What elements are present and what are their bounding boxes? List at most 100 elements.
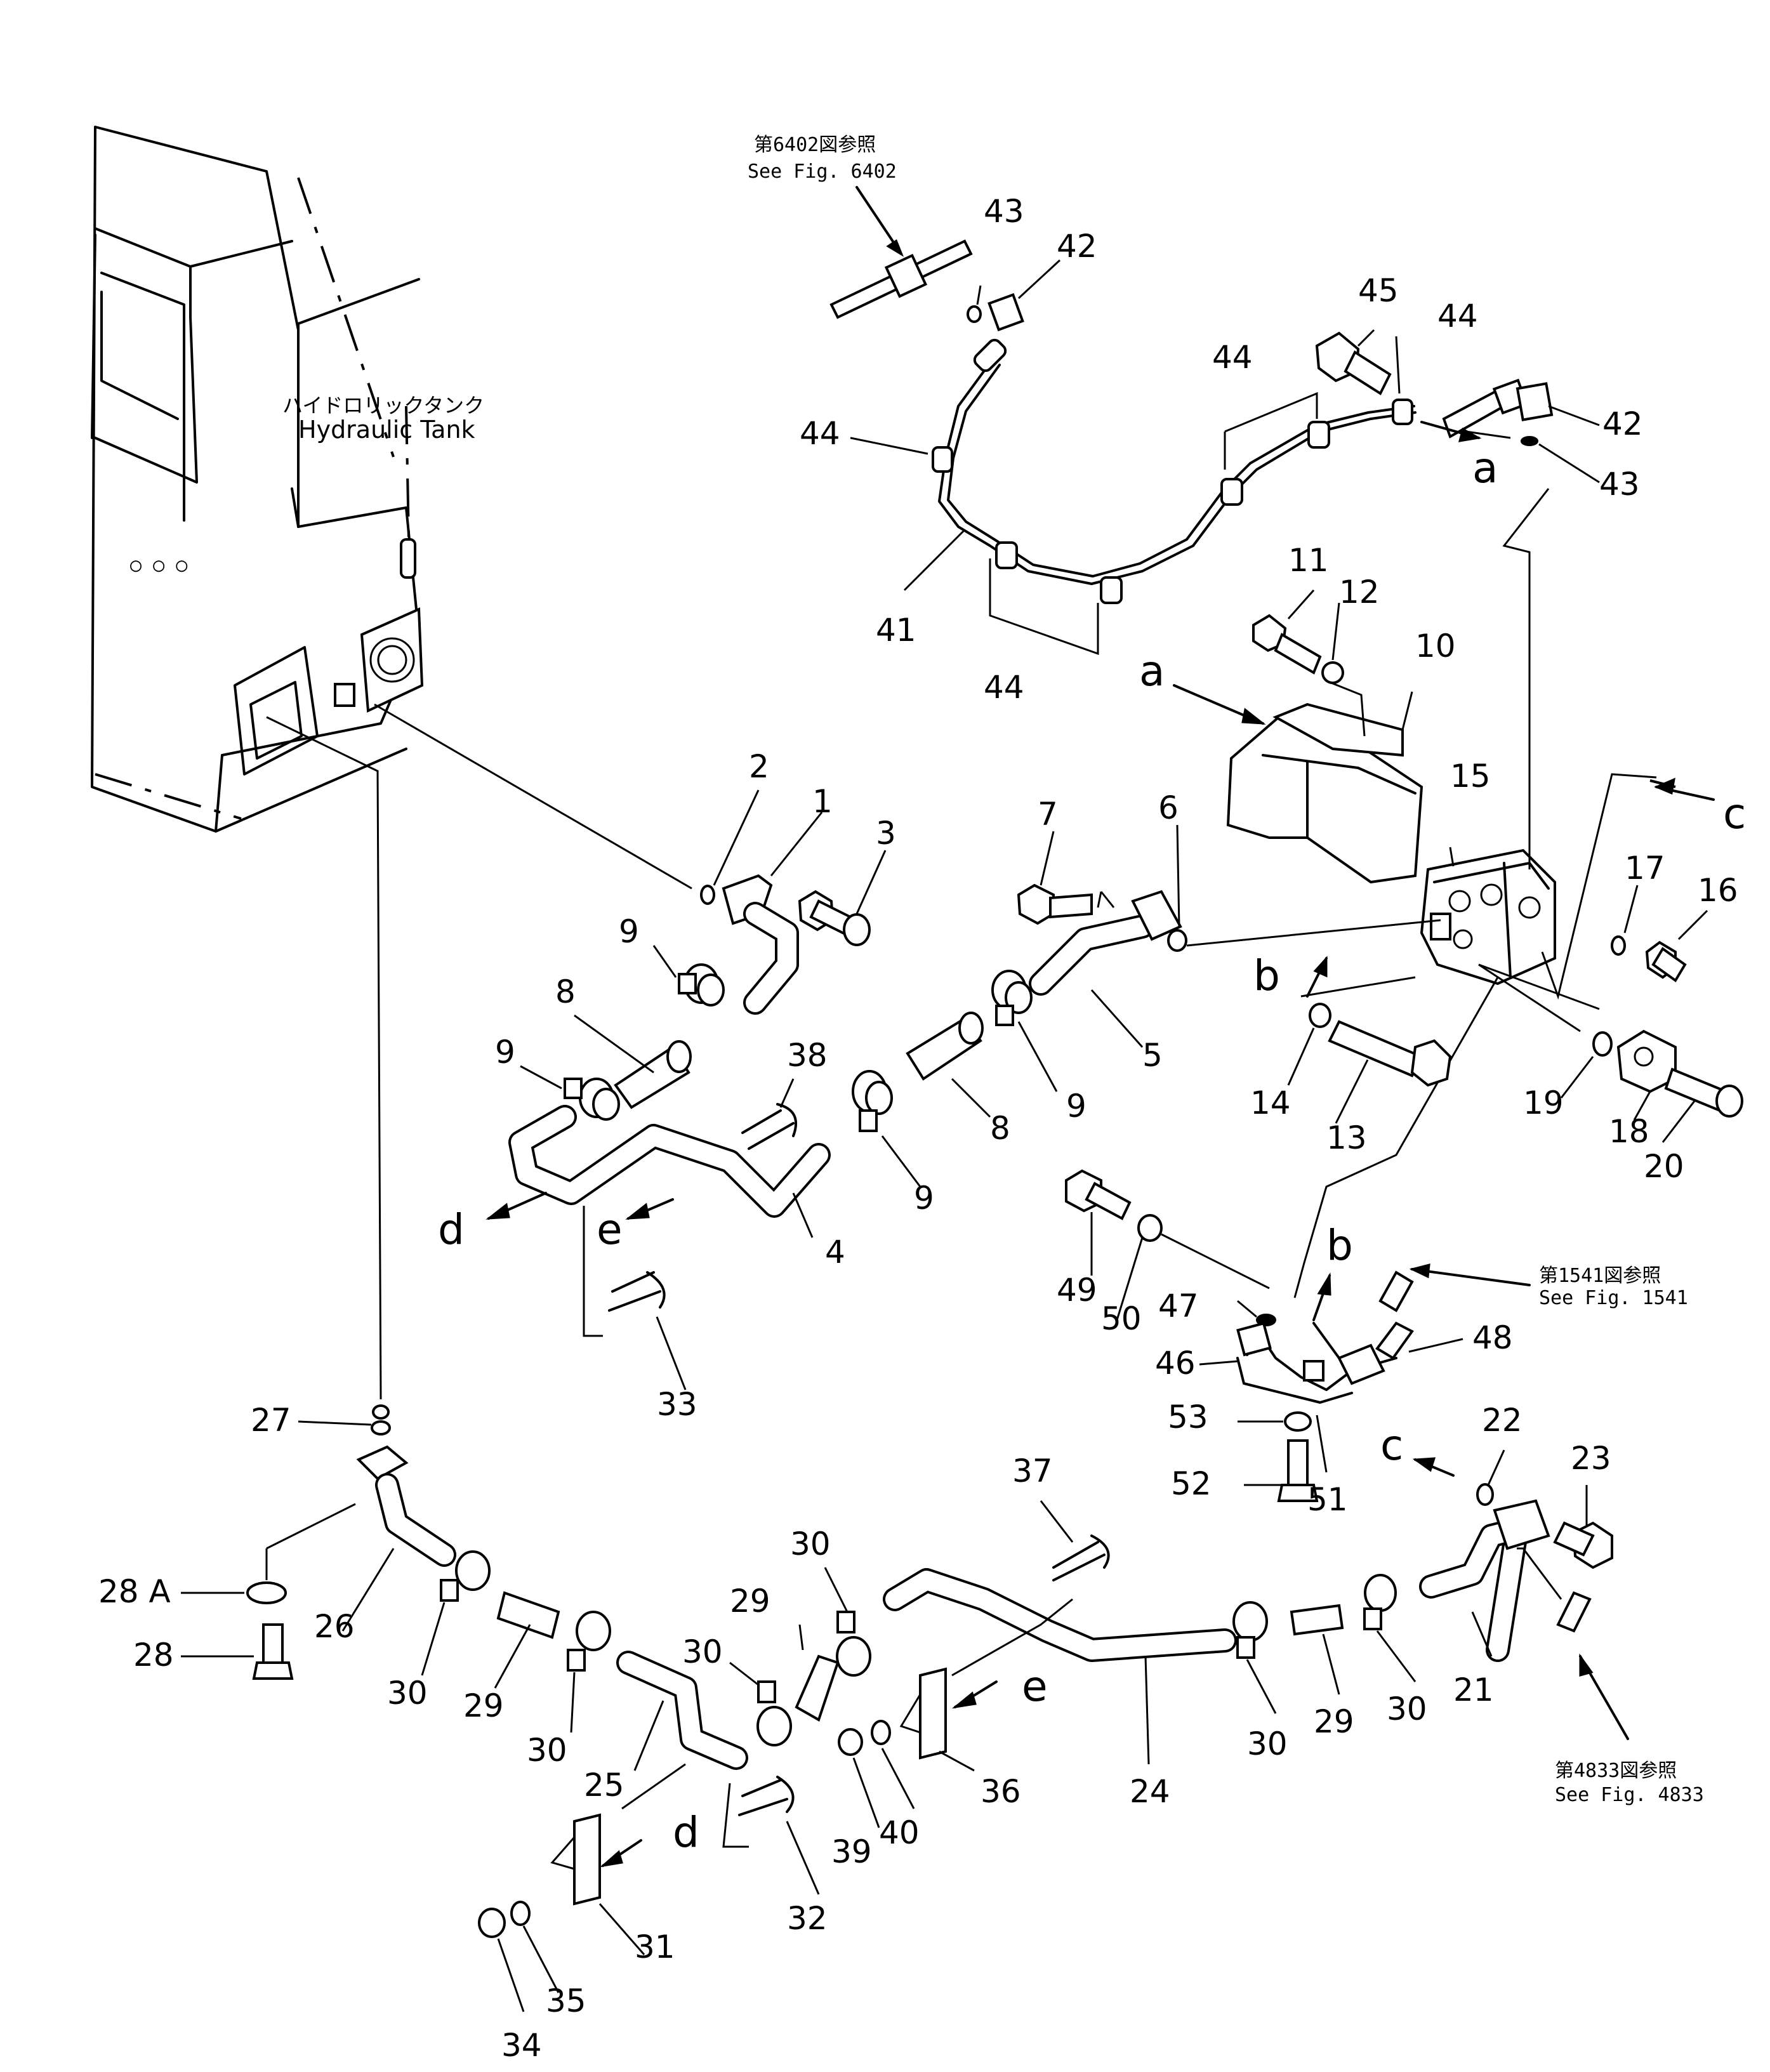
view-marker-c-top: c bbox=[1723, 789, 1746, 838]
part-22: 22 bbox=[1482, 1402, 1522, 1439]
part-46: 46 bbox=[1155, 1345, 1196, 1382]
lower-tube-assembly: 第4833図参照 See Fig. 4833 bbox=[181, 1420, 1704, 2012]
part-25: 25 bbox=[584, 1767, 624, 1804]
view-marker-b-bottom: b bbox=[1326, 1221, 1353, 1270]
bracket-assembly bbox=[1173, 590, 1423, 884]
reference-6402-jp: 第6402図参照 bbox=[754, 134, 876, 156]
view-markers: a a b b c c d d e e bbox=[438, 444, 1746, 1857]
tube-1-assembly bbox=[700, 789, 887, 1015]
part-27: 27 bbox=[251, 1402, 291, 1439]
part-number-labels: 43 42 45 44 44 44 42 43 41 44 11 12 10 1… bbox=[98, 193, 1738, 2064]
bolt-45 bbox=[1315, 331, 1392, 395]
view-marker-d-bottom: d bbox=[673, 1808, 699, 1857]
part-4: 4 bbox=[825, 1234, 845, 1270]
clamp bbox=[1392, 399, 1413, 425]
part-15: 15 bbox=[1450, 758, 1491, 795]
tank-port-symbols: ○ ○ ○ bbox=[130, 554, 187, 576]
part-42-top: 42 bbox=[1057, 228, 1097, 265]
part-24: 24 bbox=[1130, 1773, 1170, 1810]
part-30-c: 30 bbox=[387, 1675, 428, 1712]
part-37: 37 bbox=[1012, 1453, 1053, 1489]
part-10: 10 bbox=[1415, 628, 1456, 664]
part-41: 41 bbox=[876, 612, 916, 649]
reference-6402-en: See Fig. 6402 bbox=[748, 161, 897, 183]
part-19: 19 bbox=[1523, 1085, 1564, 1121]
part-44-mid: 44 bbox=[1212, 339, 1253, 376]
view-marker-e-bottom: e bbox=[1022, 1662, 1048, 1711]
hydraulic-tank: ○ ○ ○ ハイドロリックタンク Hydraulic Tank bbox=[91, 126, 692, 1420]
part-30-d: 30 bbox=[527, 1732, 567, 1769]
part-18: 18 bbox=[1609, 1113, 1649, 1150]
clamp bbox=[1307, 421, 1330, 449]
part-40: 40 bbox=[879, 1814, 920, 1851]
parts-16-20 bbox=[1560, 885, 1743, 1143]
hose-clamps-upper bbox=[520, 945, 1058, 1187]
part-44-left: 44 bbox=[800, 415, 840, 452]
part-32: 32 bbox=[787, 1900, 828, 1937]
tank-flange bbox=[334, 607, 424, 713]
valve-15 bbox=[1186, 488, 1715, 1298]
part-39: 39 bbox=[831, 1833, 872, 1870]
part-9-top: 9 bbox=[619, 913, 639, 950]
part-8-left: 8 bbox=[555, 973, 576, 1010]
clamp bbox=[995, 541, 1018, 569]
part-6: 6 bbox=[1158, 789, 1179, 826]
part-1: 1 bbox=[812, 783, 833, 820]
part-30-f: 30 bbox=[1387, 1691, 1427, 1727]
tank-label-jp: ハイドロリックタンク bbox=[282, 393, 484, 418]
part-12: 12 bbox=[1339, 574, 1380, 610]
tube-5-assembly bbox=[1017, 824, 1187, 1048]
part-30-b: 30 bbox=[682, 1633, 723, 1670]
part-28A: 28 A bbox=[98, 1573, 171, 1610]
part-17: 17 bbox=[1625, 850, 1665, 887]
part-45: 45 bbox=[1358, 272, 1399, 309]
part-14: 14 bbox=[1250, 1085, 1291, 1121]
part-49: 49 bbox=[1057, 1272, 1097, 1309]
part-35: 35 bbox=[546, 1983, 586, 2019]
part-9-right: 9 bbox=[1066, 1088, 1086, 1125]
part-53: 53 bbox=[1168, 1399, 1208, 1435]
reference-4833-en: See Fig. 4833 bbox=[1555, 1784, 1704, 1806]
view-marker-b-top: b bbox=[1253, 951, 1280, 1000]
part-44-right: 44 bbox=[1437, 298, 1478, 334]
part-51: 51 bbox=[1307, 1481, 1348, 1518]
reference-1541-jp: 第1541図参照 bbox=[1539, 1265, 1661, 1287]
part-9-bottom: 9 bbox=[914, 1180, 934, 1217]
clamp bbox=[1220, 478, 1243, 506]
tank-label-en: Hydraulic Tank bbox=[298, 416, 475, 444]
part-8-right: 8 bbox=[990, 1110, 1010, 1147]
part-47: 47 bbox=[1158, 1288, 1199, 1324]
reference-fig-6402: 第6402図参照 See Fig. 6402 bbox=[748, 134, 973, 319]
part-29-mid: 29 bbox=[730, 1583, 770, 1620]
part-21: 21 bbox=[1453, 1672, 1494, 1708]
view-marker-d-top: d bbox=[438, 1205, 465, 1254]
sensor-assembly: 第1541図参照 See Fig. 1541 bbox=[1065, 1169, 1688, 1502]
part-50: 50 bbox=[1101, 1300, 1142, 1337]
part-42-right: 42 bbox=[1602, 406, 1643, 442]
tube-4 bbox=[485, 1078, 831, 1390]
part-29-right: 29 bbox=[1314, 1703, 1354, 1740]
part-26: 26 bbox=[314, 1608, 355, 1645]
clamp bbox=[932, 446, 953, 473]
part-9-left: 9 bbox=[495, 1034, 515, 1071]
part-2: 2 bbox=[749, 748, 769, 785]
part-11: 11 bbox=[1288, 542, 1329, 579]
part-16: 16 bbox=[1698, 872, 1738, 909]
part-44-bottom: 44 bbox=[984, 669, 1024, 706]
part-38: 38 bbox=[787, 1037, 828, 1074]
part-13: 13 bbox=[1326, 1119, 1367, 1156]
part-34: 34 bbox=[501, 2027, 542, 2064]
part-43-top: 43 bbox=[984, 193, 1024, 230]
view-marker-e-top: e bbox=[597, 1205, 623, 1254]
part-30-a: 30 bbox=[790, 1526, 831, 1562]
parts-13-14 bbox=[1287, 1003, 1452, 1124]
part-23: 23 bbox=[1571, 1440, 1611, 1477]
part-20: 20 bbox=[1644, 1148, 1684, 1185]
view-marker-c-bottom: c bbox=[1380, 1421, 1403, 1470]
part-31: 31 bbox=[635, 1929, 675, 1965]
upper-tube-assembly bbox=[850, 259, 1600, 656]
view-marker-a-left: a bbox=[1139, 647, 1165, 696]
part-36: 36 bbox=[981, 1773, 1021, 1810]
